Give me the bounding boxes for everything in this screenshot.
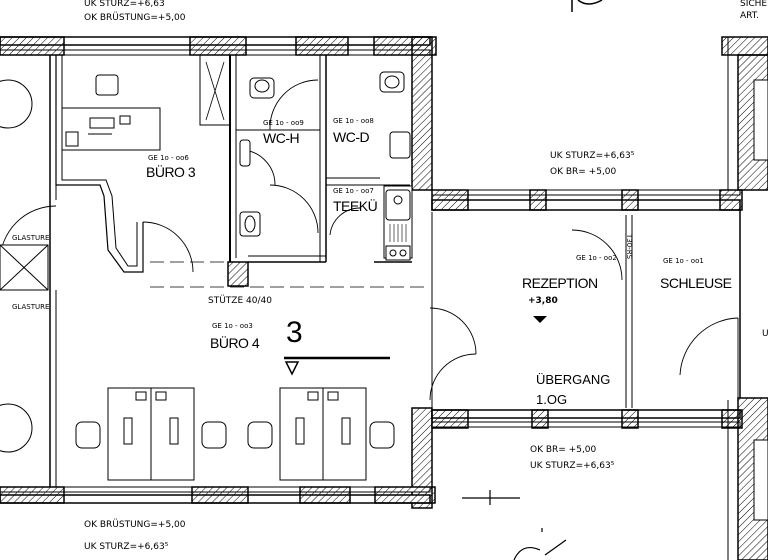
room-name-teekue: TEEKÜ (333, 198, 378, 214)
room-name-uebergang: ÜBERGANG (536, 372, 611, 387)
bottom-note-bruestung: OK BRÜSTUNG=+5,00 (84, 520, 186, 530)
room-name-buero4: BÜRO 4 (210, 335, 260, 351)
top-right-note-2: ART. (740, 11, 760, 21)
mid-note-sturz: UK STURZ=+6,63⁵ (550, 151, 635, 161)
room-name-rezeption: REZEPTION (522, 275, 598, 291)
room-name-wch: WC-H (263, 130, 300, 146)
section-number: 3 (286, 316, 303, 349)
left-edge-furniture (0, 79, 49, 453)
bottom-mid-note-sturz: UK STURZ=+6,63⁵ (530, 461, 615, 471)
right-edge-char: U (762, 329, 768, 339)
office4-furniture (75, 387, 395, 481)
door-rating: T30-RS (625, 234, 633, 260)
sanitary-fixtures (239, 71, 413, 261)
room-name-wcd: WC-D (333, 129, 370, 145)
office3-furniture (61, 74, 161, 151)
doors (0, 79, 739, 401)
room-code-rezeption: GE 1o - oo2 (576, 254, 617, 262)
stair-fragment (571, 0, 603, 12)
section-marker (284, 356, 390, 376)
column-note: STÜTZE 40/40 (208, 296, 272, 306)
bottom-mid-note-br: OK BR= +5,00 (530, 445, 597, 455)
room-code-wch: GE 1o - oo9 (263, 119, 304, 127)
bottom-fragments (462, 490, 567, 560)
glasture-label-1: GLASTURE (12, 234, 50, 242)
room-code-teekue: GE 1o - oo7 (333, 187, 374, 195)
room-code-schleuse: GE 1o - oo1 (663, 257, 704, 265)
room-name-schleuse: SCHLEUSE (660, 275, 732, 291)
top-note-sturz: UK STURZ=+6,63 (84, 0, 165, 9)
right-building-walls (721, 36, 768, 560)
uebergang-level: 1.OG (536, 392, 568, 407)
top-right-note-1: SICHE (740, 0, 768, 9)
mid-note-br: OK BR= +5,00 (550, 167, 617, 177)
outer-walls (0, 36, 437, 509)
glasture-label-2: GLASTURE (12, 303, 50, 311)
bridge-walls (431, 189, 743, 429)
interior-walls (55, 54, 430, 288)
room-name-buero3: BÜRO 3 (146, 164, 196, 180)
room-code-buero3: GE 1o - oo6 (148, 154, 189, 162)
top-note-bruestung: OK BRÜSTUNG=+5,00 (84, 13, 186, 23)
bottom-note-sturz: UK STURZ=+6,63⁵ (84, 542, 169, 552)
rezeption-level: +3,80 (528, 296, 558, 306)
level-marker (533, 316, 547, 323)
room-code-buero4: GE 1o - oo3 (212, 322, 253, 330)
room-code-wcd: GE 1o - oo8 (333, 117, 374, 125)
